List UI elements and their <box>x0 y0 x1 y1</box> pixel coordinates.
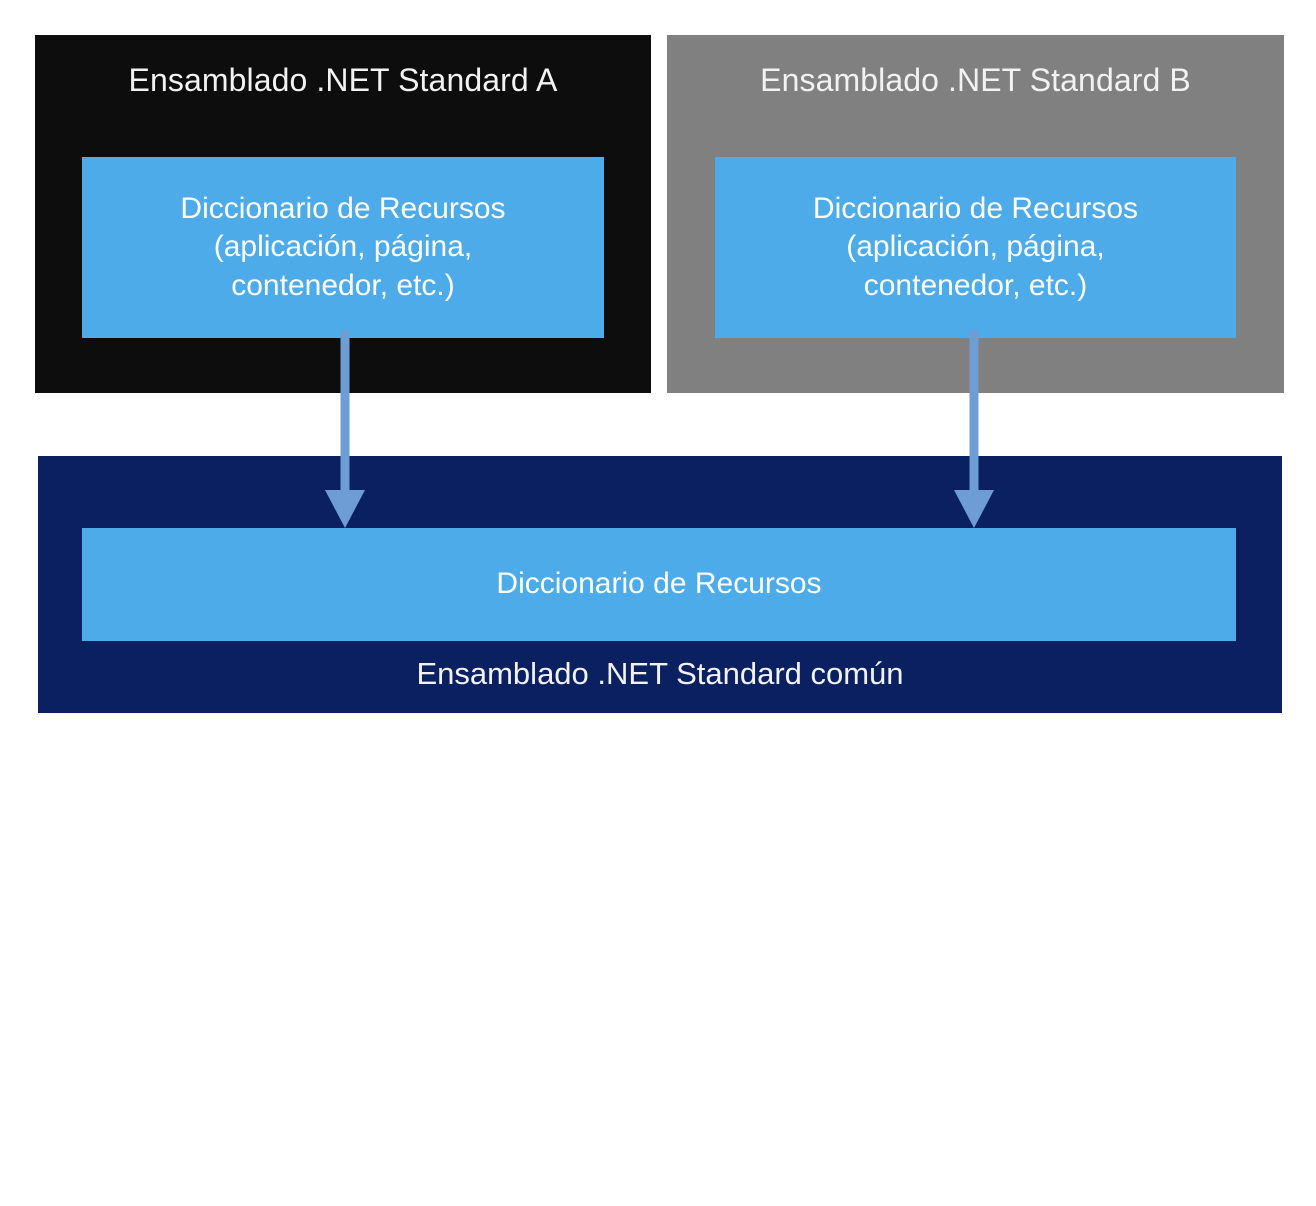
panel-assembly-b-title: Ensamblado .NET Standard B <box>760 62 1191 98</box>
panel-assembly-b: Ensamblado .NET Standard B Diccionario d… <box>667 35 1284 393</box>
diagram-canvas: Ensamblado .NET Standard A Diccionario d… <box>35 35 1316 1187</box>
resource-box-b-line-1: Diccionario de Recursos <box>812 192 1139 226</box>
resource-box-a-line-1: Diccionario de Recursos <box>180 192 506 226</box>
resource-box-common-line-1: Diccionario de Recursos <box>496 567 822 601</box>
resource-box-a-line-3: contenedor, etc.) <box>231 268 455 302</box>
resource-dictionary-box-b: Diccionario de Recursos (aplicación, pág… <box>715 157 1236 338</box>
resource-box-a-line-2: (aplicación, página, <box>213 230 473 264</box>
resource-dictionary-box-a: Diccionario de Recursos (aplicación, pág… <box>82 157 604 338</box>
resource-box-b-line-2: (aplicación, página, <box>846 230 1105 264</box>
panel-assembly-a: Ensamblado .NET Standard A Diccionario d… <box>35 35 651 393</box>
panel-assembly-common-title: Ensamblado .NET Standard común <box>416 656 904 691</box>
panel-assembly-a-title: Ensamblado .NET Standard A <box>128 62 558 98</box>
resource-dictionary-box-common: Diccionario de Recursos <box>82 528 1236 641</box>
platzi-watermark: Platzi <box>1153 1122 1316 1187</box>
panel-assembly-common: Diccionario de Recursos Ensamblado .NET … <box>38 456 1316 1187</box>
platzi-logo-icon <box>1153 1127 1211 1185</box>
resource-box-b-line-3: contenedor, etc.) <box>863 268 1088 302</box>
platzi-watermark-text: Platzi <box>1212 1122 1316 1187</box>
